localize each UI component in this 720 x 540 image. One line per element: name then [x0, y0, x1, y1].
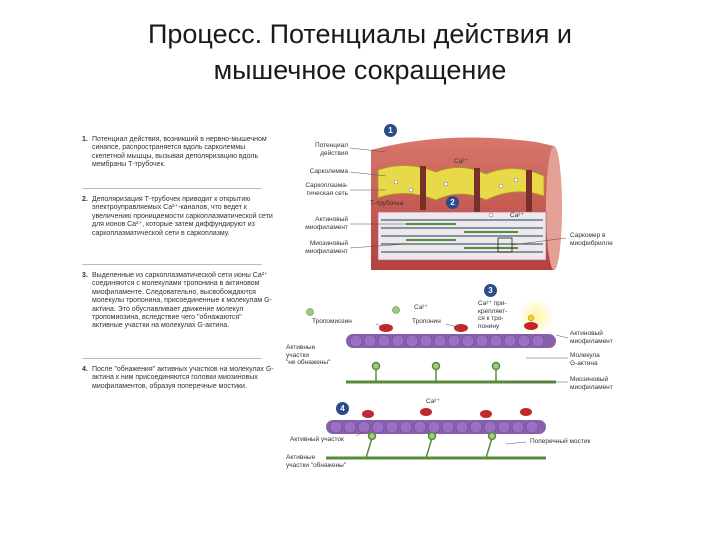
label-sarcolemma: Сарколемма: [309, 168, 348, 175]
label-ca-top: Ca²⁺: [454, 158, 468, 165]
slide-title-line-2: мышечное сокращение: [213, 55, 507, 85]
ca-ions: [393, 177, 519, 218]
panel-3-filaments: [306, 298, 556, 384]
myosin-3: [346, 361, 556, 384]
step-2-text: Деполяризация Т-трубочек приводит к откр…: [92, 196, 273, 237]
step-badge-4: 4: [336, 402, 349, 415]
step-1-text: Потенциал действия, возникший в нервно-м…: [92, 136, 267, 169]
ca-ions-3: [527, 314, 535, 322]
step-1: 1. Потенциал действия, возникший в нервн…: [82, 136, 274, 170]
label-ca-mid: Ca²⁺: [510, 212, 524, 219]
t-tubule: [526, 170, 532, 214]
step-3-number: 3.: [82, 272, 88, 279]
myosin-4: [326, 431, 546, 460]
myosin-lines: [406, 223, 518, 249]
slide-title: Процесс. Потенциалы действия и мышечное …: [0, 16, 720, 88]
t-tubule: [420, 166, 426, 210]
label-myosin-3: Миозиновый миофиламент: [570, 376, 613, 391]
step-2: 2. Деполяризация Т-трубочек приводит к о…: [82, 196, 274, 238]
label-myosin-myofilament: Миозиновый миофиламент: [305, 240, 348, 255]
step-4: 4. После "обнажения" активных участков н…: [82, 366, 274, 391]
label-action-potential: Потенциал действия: [314, 142, 348, 157]
troponin-complexes-4: [362, 408, 532, 418]
step-divider: [82, 358, 262, 359]
label-active-sites-hidden: Активные участки "не обнажены": [286, 344, 331, 366]
label-actin-myofilament: Актиновый миофиламент: [305, 216, 348, 231]
label-ca-troponin: Ca²⁺ при- крепляет- ся к тро- понину: [478, 300, 508, 330]
t-tubule: [474, 168, 480, 212]
label-actin-myofilament-3: Актиновый миофиламент: [570, 330, 613, 345]
step-4-text: После "обнажения" активных участков на м…: [92, 366, 274, 390]
muscle-fiber-cut-end: [546, 146, 562, 270]
label-troponin: Тропонин: [412, 318, 441, 325]
label-cross-bridge: Поперечный мостик: [530, 438, 591, 445]
step-3-text: Выделенные из саркоплазматической сети и…: [92, 272, 272, 330]
step-divider: [82, 264, 262, 265]
label-t-tubule: Т-трубочка: [370, 200, 404, 207]
step-2-number: 2.: [82, 196, 88, 203]
step-badge-2: 2: [446, 196, 459, 209]
step-badge-3: 3: [484, 284, 497, 297]
step-badge-1: 1: [384, 124, 397, 137]
label-ca-3: Ca²⁺: [414, 304, 428, 311]
label-ca-4: Ca²⁺: [426, 398, 440, 405]
muscle-fiber: [371, 137, 562, 270]
actin-strand-3: [346, 334, 556, 348]
label-sarcomere: Саркомер в миофибрилле: [570, 232, 613, 247]
step-3: 3. Выделенные из саркоплазматической сет…: [82, 272, 274, 331]
step-divider: [82, 188, 262, 189]
label-sarcoplasmic-net: Саркоплазма- тическая сеть: [305, 182, 348, 197]
muscle-contraction-figure: 1 2 3 4 Потенциал действия Ca²⁺ Сарколем…: [286, 120, 666, 480]
label-tropomyosin: Тропомиозин: [312, 318, 352, 325]
label-active-site: Активный участок: [290, 436, 344, 443]
sarcoplasmic-reticulum: [377, 165, 545, 201]
panel-4-filaments: [326, 408, 546, 460]
actin-strand-4: [326, 420, 546, 434]
actin-markers-3: [306, 306, 400, 316]
label-g-actin: Молекула G-актина: [570, 352, 600, 367]
label-active-sites-exposed: Активные участки "обнажены": [286, 454, 347, 469]
leader-lines: [349, 147, 569, 445]
figure-drawing: [306, 137, 569, 460]
troponin-complexes-3: [379, 322, 538, 332]
slide-title-line-1: Процесс. Потенциалы действия и: [147, 19, 572, 49]
myofilament-lines: [381, 219, 543, 253]
step-1-number: 1.: [82, 136, 88, 143]
step-4-number: 4.: [82, 366, 88, 373]
